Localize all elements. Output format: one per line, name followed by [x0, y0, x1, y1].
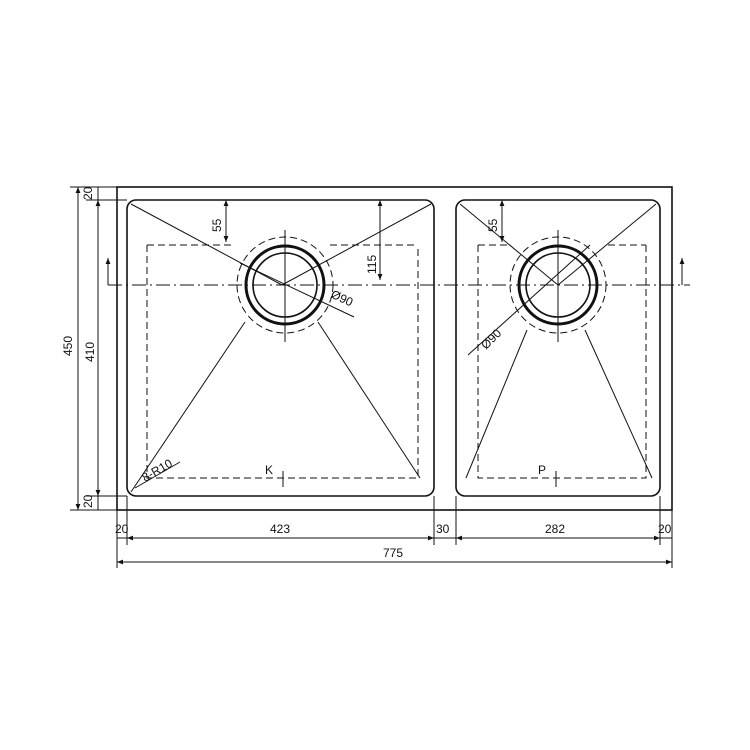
- dim-inner-height: 410: [83, 342, 97, 362]
- dim-overall-width: 775: [383, 546, 403, 560]
- sink-outer-outline: [116, 186, 673, 511]
- dim-rim-left: 20: [115, 522, 129, 536]
- dim-left-bowl-width: 423: [270, 522, 290, 536]
- dim-right-bowl-width: 282: [545, 522, 565, 536]
- dim-left-drain-to-edge: 115: [365, 255, 379, 274]
- dim-left-drain-diameter: Ø90: [329, 287, 356, 309]
- dim-divider: 30: [436, 522, 450, 536]
- label-right-bowl: P: [538, 463, 546, 477]
- dim-right-drain-diameter: Ø90: [478, 326, 504, 352]
- dim-corner-radius: 8-R10: [140, 456, 176, 485]
- dim-right-drain-offset: 55: [486, 218, 500, 232]
- label-left-bowl: K: [265, 463, 273, 477]
- bottom-dimensions: [116, 496, 673, 568]
- dim-left-drain-offset: 55: [210, 218, 224, 232]
- left-bowl: [126, 199, 435, 497]
- dim-rim-bottom: 20: [81, 494, 95, 508]
- dim-rim-top: 20: [81, 186, 95, 200]
- dim-rim-right: 20: [658, 522, 672, 536]
- dim-overall-height: 450: [61, 336, 75, 356]
- left-dimensions: [70, 186, 127, 511]
